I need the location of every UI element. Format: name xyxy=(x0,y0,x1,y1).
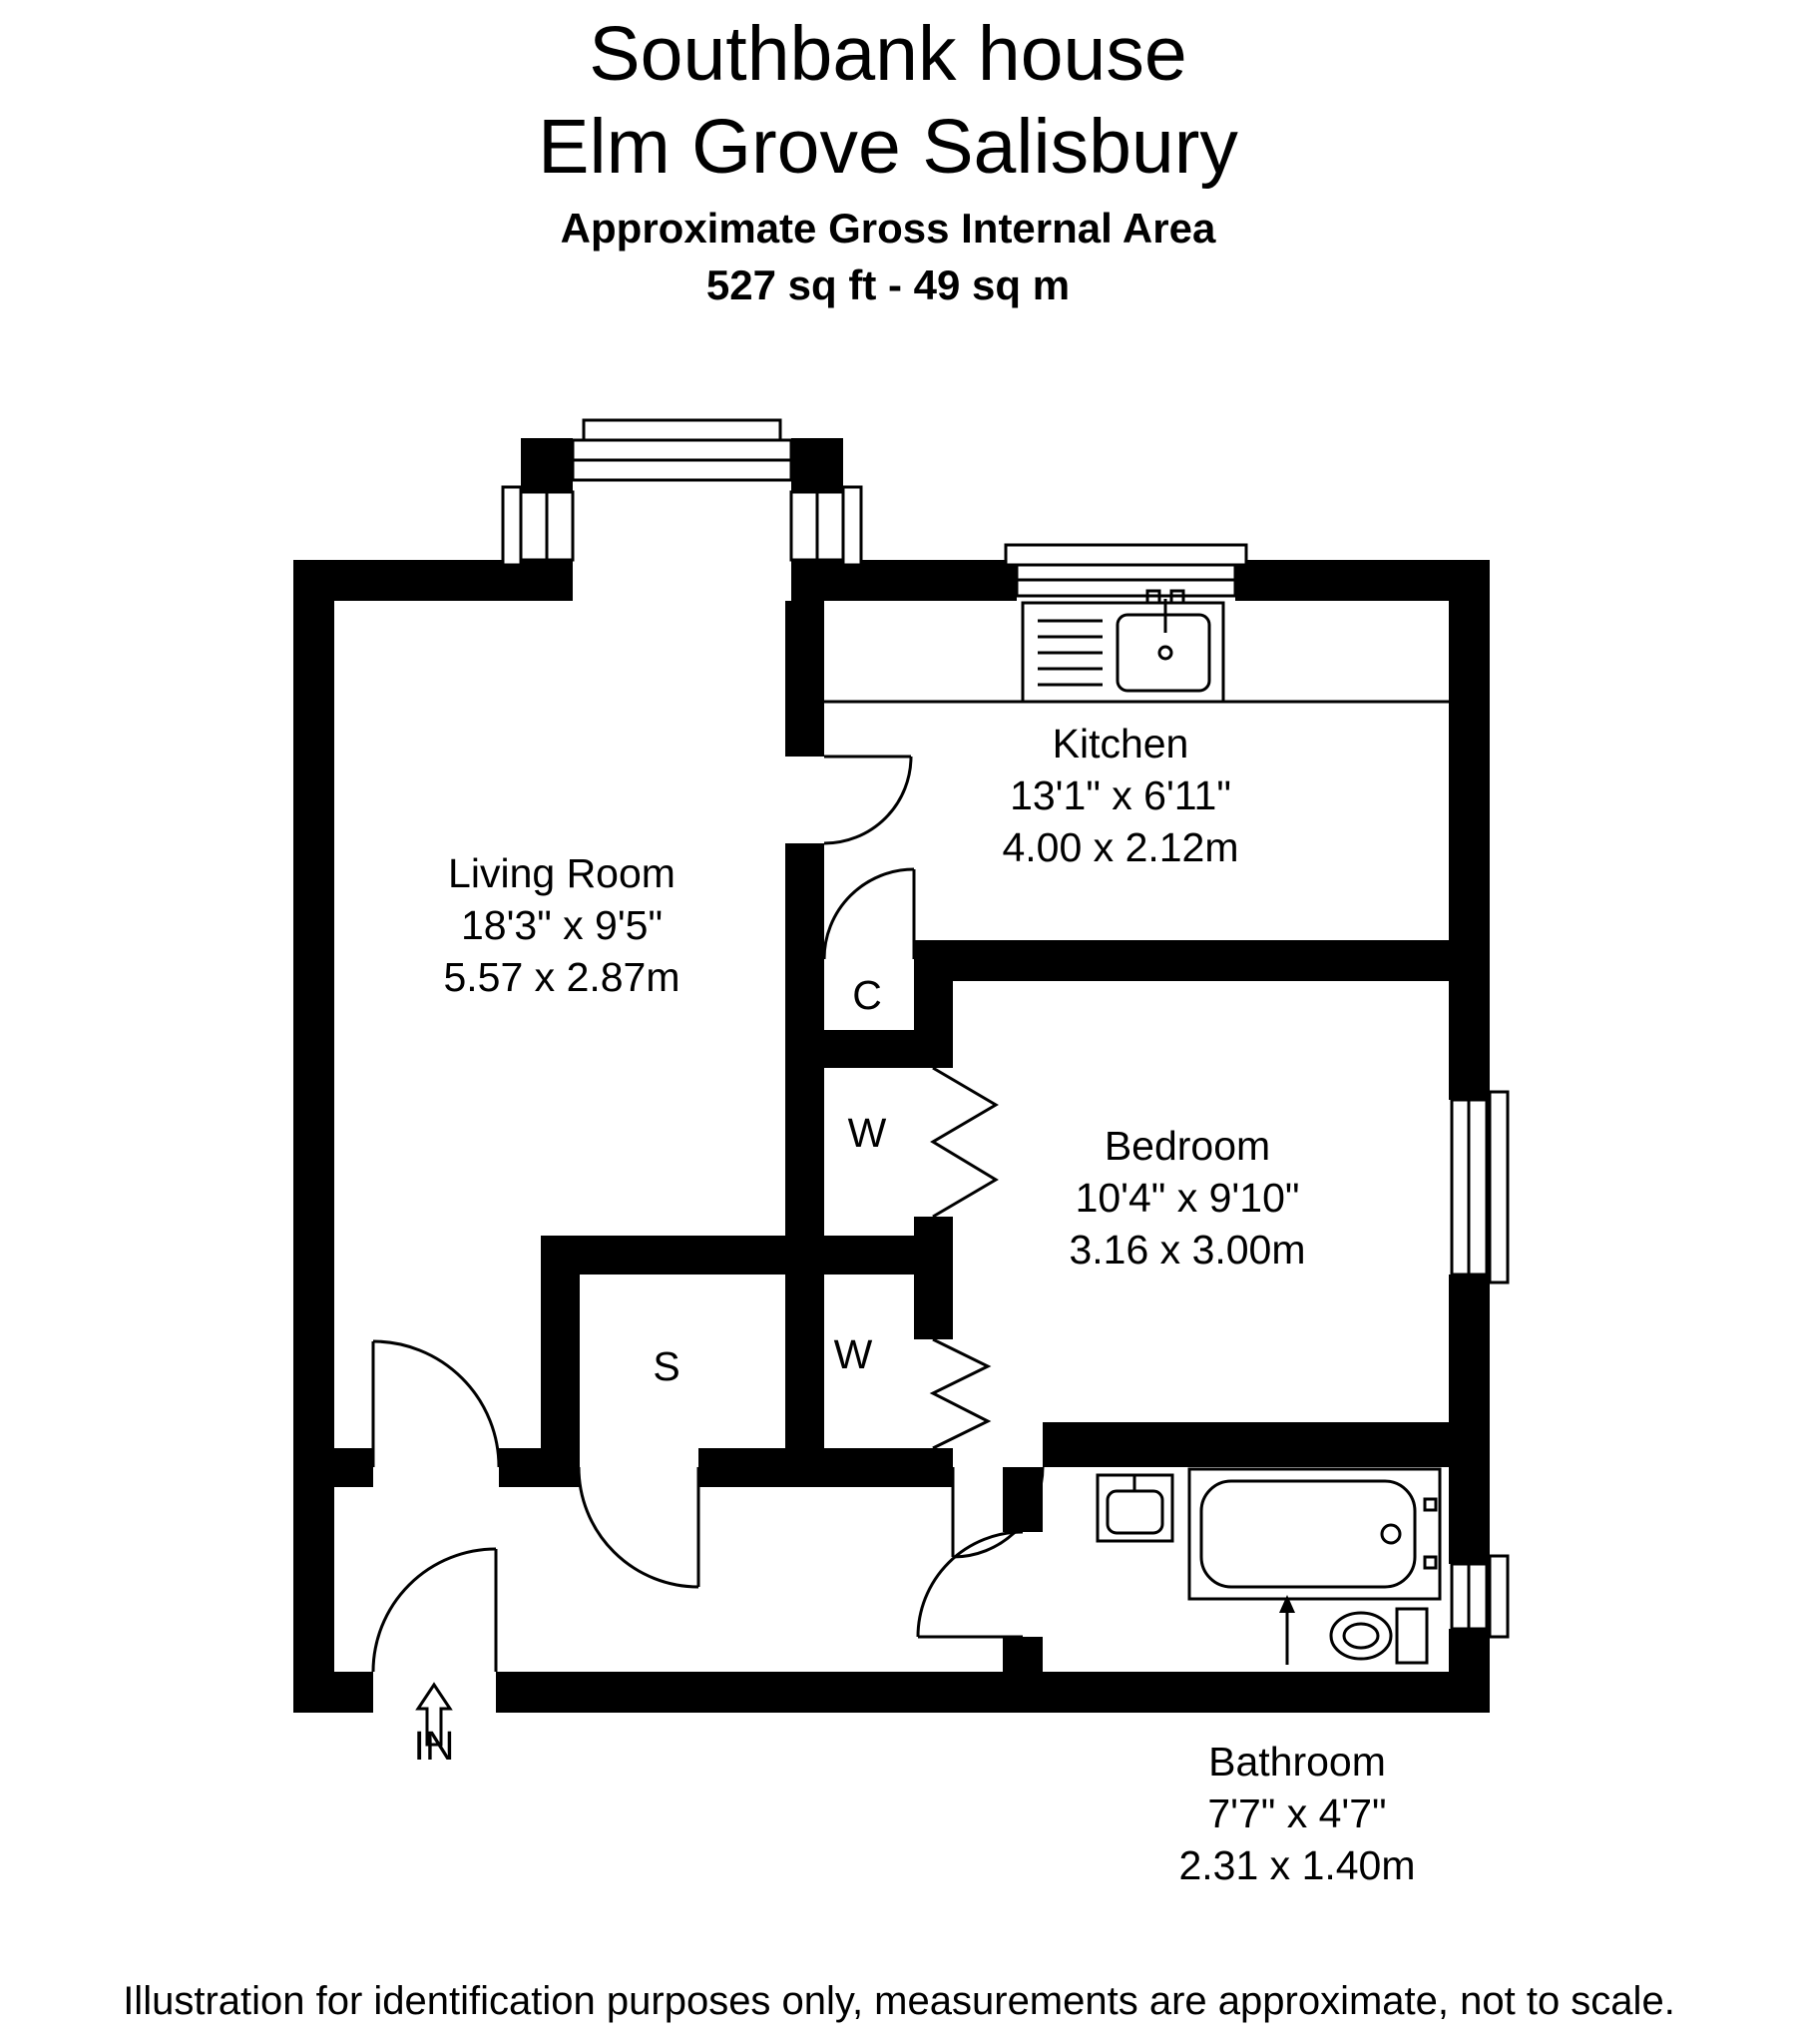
bathtub-inner xyxy=(1199,1479,1417,1589)
title-line1: Southbank house xyxy=(589,11,1187,97)
sink-bowl-icon xyxy=(1116,613,1211,693)
room-name: Kitchen xyxy=(1052,721,1189,766)
room-name: Living Room xyxy=(448,850,675,896)
bedroom-door-arc xyxy=(952,1466,1045,1559)
bath-tap xyxy=(1423,1497,1438,1512)
living-room-door-arc xyxy=(372,1339,501,1468)
wall-segment xyxy=(914,940,1449,981)
window-sill xyxy=(1488,1554,1510,1639)
disclaimer-text: Illustration for identification purposes… xyxy=(123,1979,1675,2023)
wall-segment xyxy=(785,843,824,1487)
store-label: S xyxy=(653,1343,680,1389)
bathroom-basin-bowl xyxy=(1106,1489,1164,1535)
room-size-imperial: 13'1" x 6'11" xyxy=(1010,772,1231,818)
wall-segment xyxy=(1043,1422,1449,1467)
wall-segment xyxy=(785,601,824,757)
wardrobe-lower-label: W xyxy=(833,1331,873,1377)
bathroom-door-arc xyxy=(916,1530,1024,1638)
wall-segment xyxy=(496,1672,1490,1713)
store-door-arc xyxy=(577,1466,699,1589)
bath-tap xyxy=(1423,1555,1438,1570)
cupboard-door-arc xyxy=(822,867,915,960)
page-title: Southbank house Elm Grove Salisbury xyxy=(538,8,1238,194)
wall-segment xyxy=(293,1672,373,1713)
cupboard-label: C xyxy=(852,972,882,1018)
kitchen-label: Kitchen 13'1" x 6'11" 4.00 x 2.12m xyxy=(1002,718,1238,873)
windows xyxy=(501,418,1510,1639)
wall-segment xyxy=(541,1236,580,1487)
wall-segment xyxy=(1449,1275,1490,1564)
kitchen-sink-unit xyxy=(1021,601,1225,704)
bathtub-icon xyxy=(1187,1467,1442,1601)
wall-segment xyxy=(1449,560,1490,1100)
toilet-bowl-inner xyxy=(1342,1622,1380,1650)
kitchen-fixtures xyxy=(824,589,1449,704)
window-sill xyxy=(841,485,863,567)
wall-segment xyxy=(914,1217,953,1339)
wall-segment xyxy=(541,1236,914,1275)
room-size-metric: 5.57 x 2.87m xyxy=(443,954,680,1000)
toilet-icon xyxy=(1329,1611,1393,1661)
gross-internal-area: 527 sq ft - 49 sq m xyxy=(705,261,1071,308)
drain-icon xyxy=(1380,1523,1402,1545)
room-size-metric: 3.16 x 3.00m xyxy=(1069,1227,1306,1273)
room-size-imperial: 18'3" x 9'5" xyxy=(460,902,664,948)
room-name: Bedroom xyxy=(1104,1123,1271,1169)
wall-segment xyxy=(698,1448,953,1487)
wardrobe-bifold-door xyxy=(929,1337,992,1450)
wall-segment xyxy=(1235,560,1490,601)
subtitle: Approximate Gross Internal Area xyxy=(560,205,1216,252)
entrance-arrow-icon xyxy=(415,1682,453,1747)
wall-segment xyxy=(1003,1637,1043,1672)
wall-segment xyxy=(293,560,573,601)
room-size-imperial: 7'7" x 4'7" xyxy=(1207,1790,1387,1836)
walls xyxy=(293,438,1490,1713)
drain-icon xyxy=(1157,645,1173,661)
wardrobe-bifold-door xyxy=(930,1066,999,1219)
toilet-cistern xyxy=(1395,1607,1429,1665)
wardrobe-upper-label: W xyxy=(847,1110,887,1156)
room-size-metric: 2.31 x 1.40m xyxy=(1178,1842,1416,1888)
wall-segment xyxy=(499,1448,579,1487)
tap-handle xyxy=(1169,589,1185,605)
wall-segment xyxy=(791,560,1017,601)
wall-segment xyxy=(914,940,953,1068)
doors xyxy=(371,755,1045,1673)
bay-corner-block xyxy=(791,438,843,492)
wall-segment xyxy=(293,560,334,1713)
kitchen-door-arc xyxy=(823,756,913,845)
bathroom-pointer-arrowhead xyxy=(1279,1595,1295,1613)
window-sill xyxy=(582,418,782,442)
title-line2: Elm Grove Salisbury xyxy=(538,104,1238,190)
bay-corner-block xyxy=(521,438,573,492)
entrance-label: IN xyxy=(413,1723,455,1769)
room-size-imperial: 10'4" x 9'10" xyxy=(1075,1175,1300,1221)
entrance-door-arc xyxy=(371,1547,497,1673)
wall-segment xyxy=(824,1030,914,1068)
window-sill xyxy=(501,485,523,567)
wall-segment xyxy=(334,1448,373,1487)
tap-handle xyxy=(1145,589,1161,605)
room-size-metric: 4.00 x 2.12m xyxy=(1002,824,1239,870)
living-room-label: Living Room 18'3" x 9'5" 5.57 x 2.87m xyxy=(443,847,679,1003)
window-sill xyxy=(1488,1090,1510,1284)
window-sill xyxy=(1004,543,1248,567)
bathroom-fixtures xyxy=(1096,1467,1442,1665)
drainer-lines xyxy=(1038,619,1103,687)
bathroom-label: Bathroom 7'7" x 4'7" 2.31 x 1.40m xyxy=(1178,1736,1415,1891)
room-name: Bathroom xyxy=(1208,1739,1386,1785)
bedroom-label: Bedroom 10'4" x 9'10" 3.16 x 3.00m xyxy=(1069,1120,1305,1276)
